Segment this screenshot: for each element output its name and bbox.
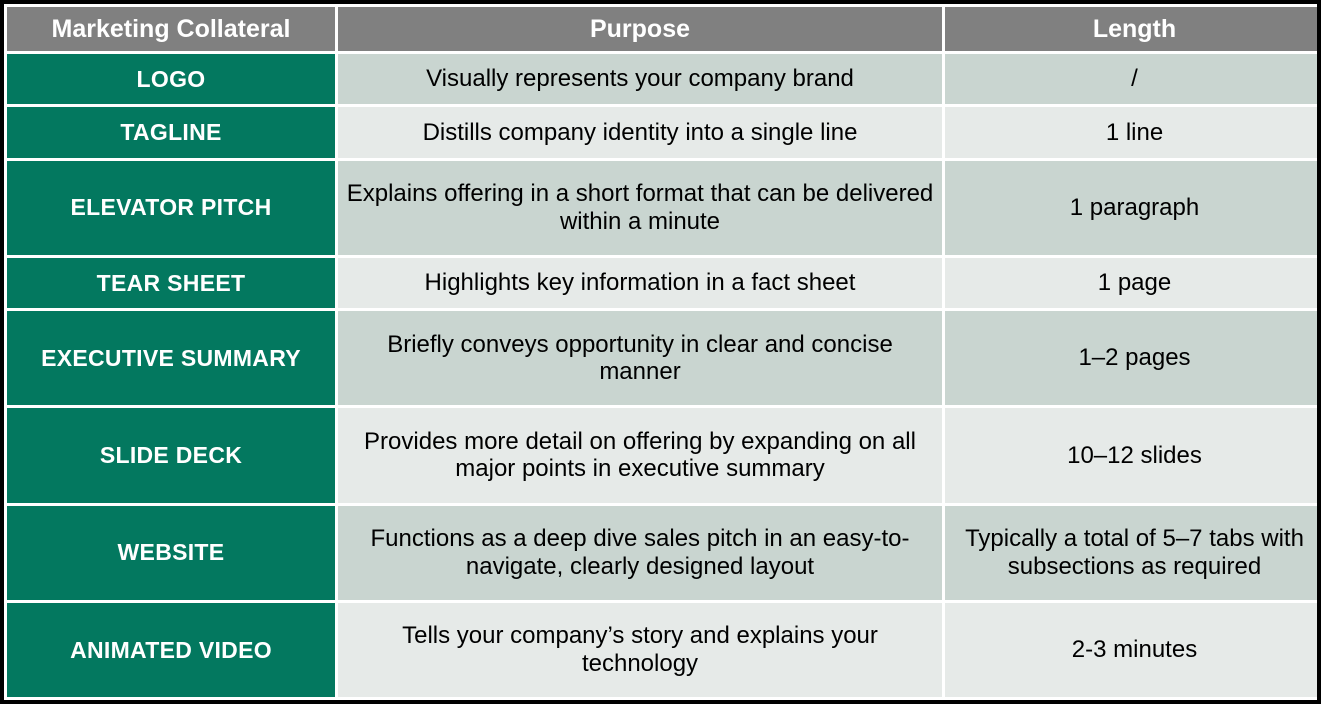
purpose-text: Distills company identity into a single … bbox=[422, 118, 858, 146]
cell-collateral-animated-video: ANIMATED VIDEO bbox=[7, 602, 335, 697]
cell-collateral-executive-summary: EXECUTIVE SUMMARY bbox=[7, 311, 335, 406]
table-row: TEAR SHEET Highlights key information in… bbox=[7, 257, 1317, 309]
column-header-label: Marketing Collateral bbox=[51, 14, 291, 43]
length-text: 10–12 slides bbox=[1067, 441, 1202, 469]
length-text: Typically a total of 5–7 tabs with subse… bbox=[965, 525, 1304, 580]
purpose-text: Tells your company’s story and explains … bbox=[402, 622, 878, 677]
table-row: ANIMATED VIDEO Tells your company’s stor… bbox=[7, 602, 1317, 697]
purpose-text: Provides more detail on offering by expa… bbox=[364, 427, 916, 483]
table-row: TAGLINE Distills company identity into a… bbox=[7, 107, 1317, 158]
collateral-label: SLIDE DECK bbox=[99, 442, 243, 469]
column-header-label: Purpose bbox=[589, 14, 691, 43]
length-text: 1–2 pages bbox=[1078, 344, 1191, 372]
table-header-row: Marketing Collateral Purpose Length bbox=[7, 7, 1317, 51]
purpose-text: Highlights key information in a fact she… bbox=[424, 269, 856, 297]
cell-purpose-slide-deck: Provides more detail on offering by expa… bbox=[338, 408, 942, 503]
table-row: WEBSITE Functions as a deep dive sales p… bbox=[7, 505, 1317, 600]
cell-purpose-animated-video: Tells your company’s story and explains … bbox=[338, 602, 942, 697]
cell-purpose-website: Functions as a deep dive sales pitch in … bbox=[338, 505, 942, 600]
cell-collateral-slide-deck: SLIDE DECK bbox=[7, 408, 335, 503]
purpose-text: Functions as a deep dive sales pitch in … bbox=[370, 525, 910, 580]
purpose-text: Visually represents your company brand bbox=[426, 65, 854, 93]
collateral-label: ELEVATOR PITCH bbox=[70, 194, 272, 221]
cell-length-tagline: 1 line bbox=[945, 107, 1317, 158]
cell-collateral-elevator-pitch: ELEVATOR PITCH bbox=[7, 160, 335, 255]
cell-purpose-tear-sheet: Highlights key information in a fact she… bbox=[338, 257, 942, 309]
table-row: ELEVATOR PITCH Explains offering in a sh… bbox=[7, 160, 1317, 255]
table-row: SLIDE DECK Provides more detail on offer… bbox=[7, 408, 1317, 503]
cell-collateral-website: WEBSITE bbox=[7, 505, 335, 600]
length-text: 1 page bbox=[1097, 269, 1172, 297]
cell-length-tear-sheet: 1 page bbox=[945, 257, 1317, 309]
cell-collateral-tagline: TAGLINE bbox=[7, 107, 335, 158]
cell-collateral-logo: LOGO bbox=[7, 54, 335, 105]
column-header-length: Length bbox=[945, 7, 1317, 51]
length-text: / bbox=[1131, 65, 1138, 93]
length-text: 1 paragraph bbox=[1069, 193, 1200, 221]
cell-length-executive-summary: 1–2 pages bbox=[945, 311, 1317, 406]
length-text: 2-3 minutes bbox=[1071, 636, 1198, 664]
column-header-purpose: Purpose bbox=[338, 7, 942, 51]
purpose-text: Briefly conveys opportunity in clear and… bbox=[387, 330, 893, 386]
cell-length-slide-deck: 10–12 slides bbox=[945, 408, 1317, 503]
collateral-label: TAGLINE bbox=[120, 119, 222, 146]
table-row: LOGO Visually represents your company br… bbox=[7, 54, 1317, 105]
cell-purpose-logo: Visually represents your company brand bbox=[338, 54, 942, 105]
cell-purpose-tagline: Distills company identity into a single … bbox=[338, 107, 942, 158]
cell-collateral-tear-sheet: TEAR SHEET bbox=[7, 257, 335, 309]
collateral-label: WEBSITE bbox=[117, 539, 225, 566]
collateral-label: ANIMATED VIDEO bbox=[70, 636, 272, 663]
column-header-label: Length bbox=[1092, 14, 1177, 43]
marketing-collateral-table: Marketing Collateral Purpose Length LOGO… bbox=[4, 4, 1317, 700]
cell-purpose-executive-summary: Briefly conveys opportunity in clear and… bbox=[338, 311, 942, 406]
table-body: LOGO Visually represents your company br… bbox=[7, 54, 1317, 697]
cell-length-elevator-pitch: 1 paragraph bbox=[945, 160, 1317, 255]
collateral-label: LOGO bbox=[136, 65, 206, 92]
column-header-marketing-collateral: Marketing Collateral bbox=[7, 7, 335, 51]
cell-length-website: Typically a total of 5–7 tabs with subse… bbox=[945, 505, 1317, 600]
cell-purpose-elevator-pitch: Explains offering in a short format that… bbox=[338, 160, 942, 255]
length-text: 1 line bbox=[1105, 118, 1164, 146]
cell-length-animated-video: 2-3 minutes bbox=[945, 602, 1317, 697]
cell-length-logo: / bbox=[945, 54, 1317, 105]
purpose-text: Explains offering in a short format that… bbox=[346, 180, 934, 235]
collateral-label: EXECUTIVE SUMMARY bbox=[41, 344, 301, 371]
collateral-label: TEAR SHEET bbox=[96, 269, 246, 296]
table-row: EXECUTIVE SUMMARY Briefly conveys opport… bbox=[7, 311, 1317, 406]
table-header: Marketing Collateral Purpose Length bbox=[7, 7, 1317, 51]
